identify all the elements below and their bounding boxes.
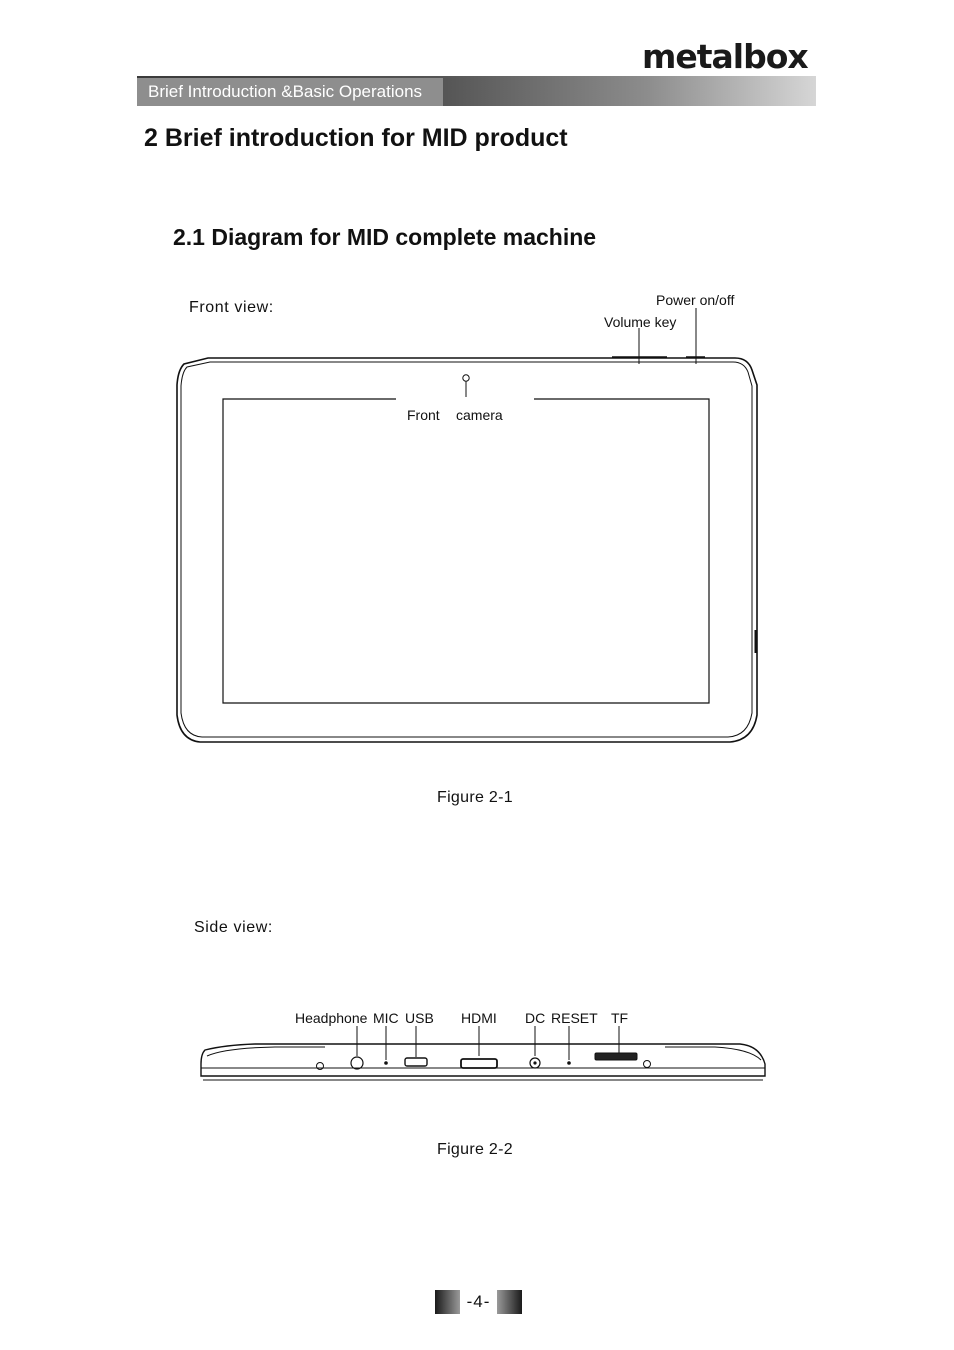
chapter-heading: 2 Brief introduction for MID product	[144, 124, 568, 152]
page-number-text: -4-	[466, 1292, 491, 1311]
side-left-contour	[206, 1046, 325, 1057]
headphone-label: Headphone	[295, 1010, 368, 1026]
figure-2-2-caption: Figure 2-2	[437, 1141, 513, 1158]
tf-label: TF	[611, 1010, 629, 1026]
screw-right	[643, 1060, 651, 1068]
svg-text:metalbox: metalbox	[642, 38, 808, 74]
section-tab: Brief Introduction &Basic Operations	[137, 78, 443, 106]
front-camera	[462, 374, 470, 382]
side-right-contour	[665, 1046, 762, 1061]
mic-port	[384, 1061, 388, 1065]
dc-port	[529, 1057, 541, 1069]
tablet-front-diagram	[176, 308, 758, 743]
tablet-inner-frame	[180, 361, 753, 738]
front-camera-label-front: Front	[407, 407, 440, 423]
tf-slot	[594, 1052, 638, 1061]
section-heading: 2.1 Diagram for MID complete machine	[173, 224, 597, 250]
usb-label: USB	[405, 1010, 434, 1026]
page-number-left-block	[435, 1290, 460, 1314]
reset-label: RESET	[551, 1010, 598, 1026]
usb-port	[404, 1057, 428, 1067]
reset-hole	[567, 1061, 571, 1065]
screw-left	[316, 1062, 324, 1070]
tablet-outer-frame	[176, 357, 758, 743]
front-view-label: Front view:	[189, 299, 274, 316]
side-view-label: Side view:	[194, 919, 273, 936]
hdmi-label: HDMI	[461, 1010, 497, 1026]
metalbox-logo: metalbox	[642, 38, 809, 74]
page-number: -4-	[435, 1290, 522, 1314]
mic-label: MIC	[373, 1010, 399, 1026]
side-body-outline	[200, 1043, 766, 1077]
page-number-right-block	[497, 1290, 522, 1314]
power-callout-label: Power on/off	[656, 292, 735, 308]
volume-callout-label: Volume key	[604, 314, 677, 330]
hdmi-port	[460, 1058, 498, 1069]
figure-2-1-caption: Figure 2-1	[437, 789, 513, 806]
screen-outline	[222, 398, 710, 704]
tablet-side-diagram	[200, 1026, 766, 1081]
front-camera-label-camera: camera	[456, 407, 503, 423]
dc-label: DC	[525, 1010, 546, 1026]
headphone-port	[350, 1056, 364, 1070]
